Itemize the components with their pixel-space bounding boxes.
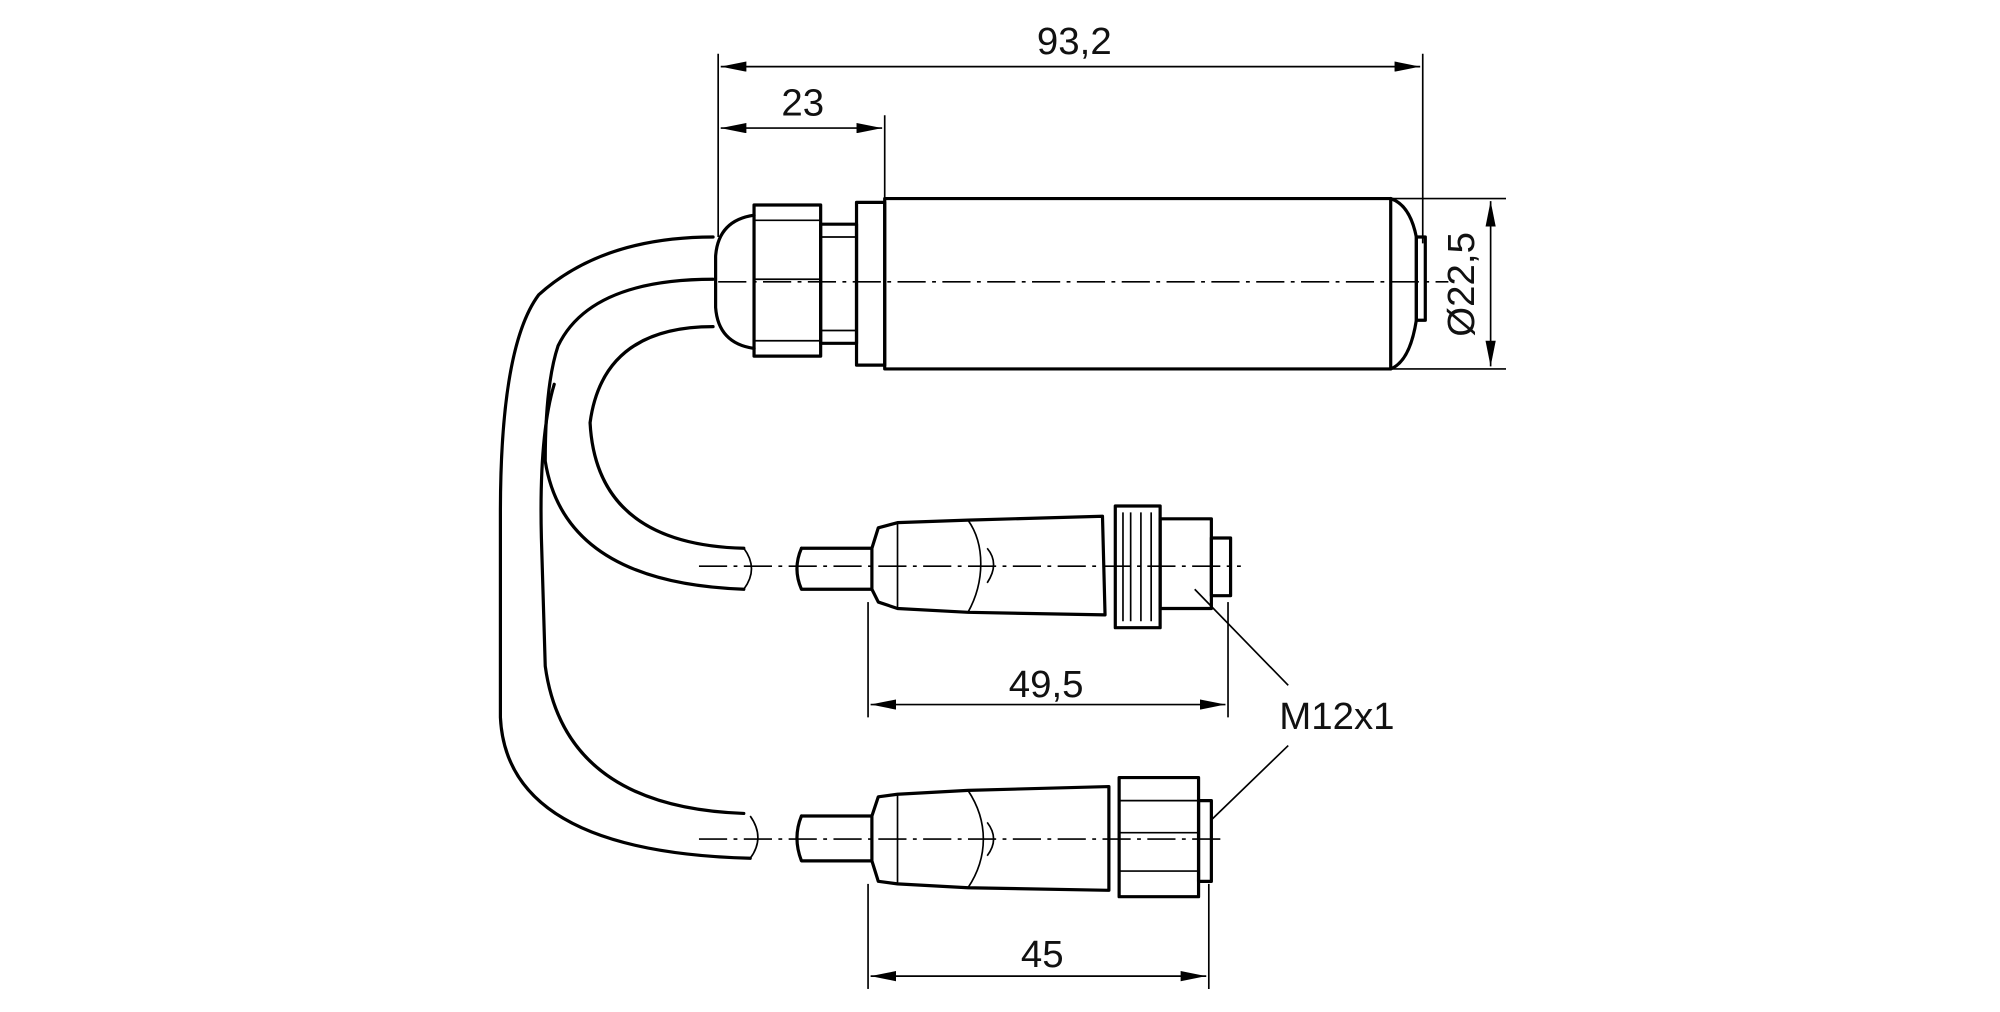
dim-diameter: Ø22,5: [1440, 232, 1483, 337]
dimension-lines: [717, 53, 1506, 989]
thread-label: M12x1: [1279, 695, 1394, 738]
dim-connector-b-length: 45: [1021, 933, 1064, 976]
dim-connector-a-length: 49,5: [1009, 663, 1084, 706]
sensor-body: [714, 196, 1427, 371]
dim-gland-length: 23: [781, 81, 824, 124]
dim-overall-length: 93,2: [1037, 20, 1112, 63]
cables: [498, 235, 759, 860]
connector-hex: [795, 775, 1213, 899]
